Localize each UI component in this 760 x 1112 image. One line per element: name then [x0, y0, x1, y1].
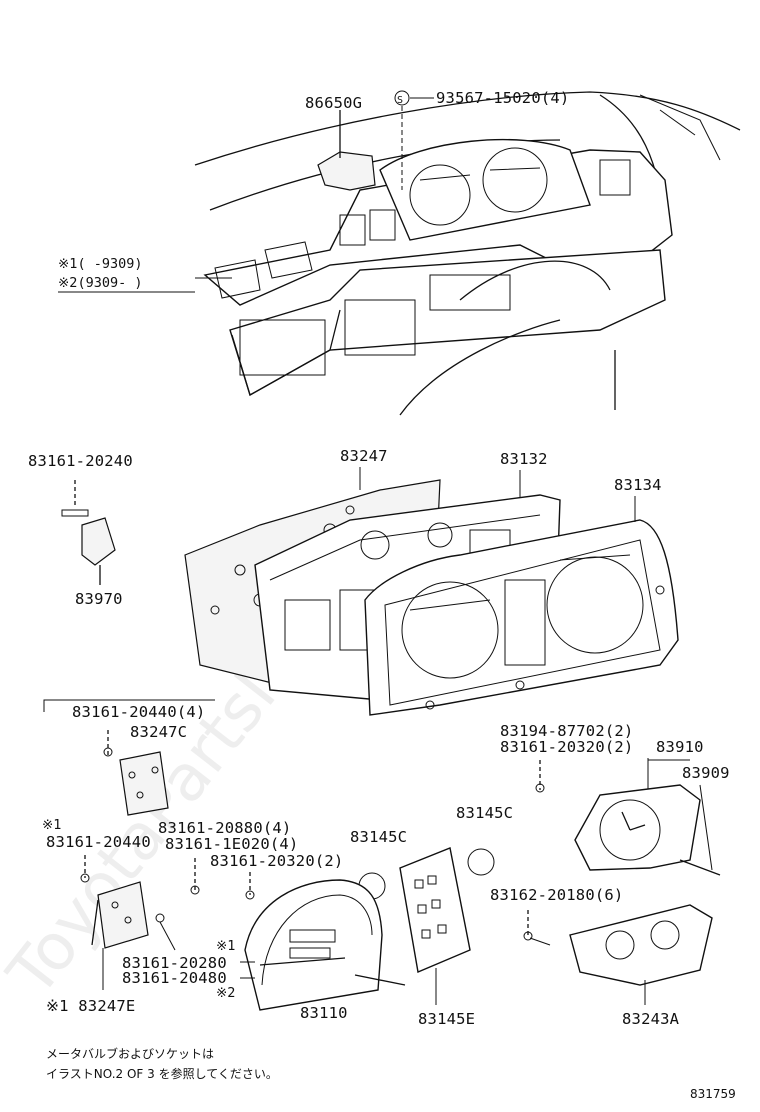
label-83161-20320-2a: 83161-20320(2): [500, 738, 633, 756]
label-83970: 83970: [75, 590, 123, 608]
star-1-a: ※1: [42, 817, 61, 833]
print-board-83247C-drawing: [103, 730, 169, 816]
label-83134: 83134: [614, 476, 662, 494]
dashboard-panel-drawing: [194, 91, 741, 416]
label-83247: 83247: [340, 447, 388, 465]
label-83110: 83110: [300, 1004, 348, 1022]
label-83247E: ※1 83247E: [46, 997, 135, 1015]
label-83247C: 83247C: [130, 723, 187, 741]
label-83161-1E020: 83161-1E020(4): [165, 835, 298, 853]
label-83145C-b: 83145C: [456, 804, 513, 822]
label-mark-2-range: ※2(9309- ): [58, 275, 142, 291]
label-83161-20320-2b: 83161-20320(2): [210, 852, 343, 870]
label-83145C-a: 83145C: [350, 828, 407, 846]
diagram-id: 831759: [690, 1087, 736, 1101]
s-mark: S: [397, 95, 403, 106]
screws-left-drawing: [80, 855, 255, 990]
label-83132: 83132: [500, 450, 548, 468]
label-83145E: 83145E: [418, 1010, 475, 1028]
label-83161-20880: 83161-20880(4): [158, 819, 291, 837]
cluster-exploded-drawing: [184, 479, 679, 716]
label-83909: 83909: [682, 764, 730, 782]
star-2: ※2: [216, 985, 235, 1001]
label-83161-20480: 83161-20480: [122, 969, 227, 987]
label-83162-20180: 83162-20180(6): [490, 886, 623, 904]
label-83161-20280: 83161-20280: [122, 954, 227, 972]
gauge-83243A-drawing: [523, 904, 713, 1005]
label-83194-87702: 83194-87702(2): [500, 722, 633, 740]
star-1-b: ※1: [216, 938, 235, 954]
label-83161-20440-4: 83161-20440(4): [72, 703, 205, 721]
label-mark-1-range: ※1( -9309): [58, 256, 142, 272]
lens-83145C-b: [467, 848, 495, 876]
s-mark-circle: [394, 90, 410, 106]
label-83161-20240: 83161-20240: [28, 452, 133, 470]
clock-83910-drawing: [535, 760, 721, 876]
note-line-2: イラストNO.2 OF 3 を参照してください。: [46, 1066, 278, 1081]
label-86650G: 86650G: [305, 94, 362, 112]
speedometer-83110-drawing: [244, 879, 406, 1011]
socket-83970-drawing: [61, 480, 116, 585]
label-83161-20440: 83161-20440: [46, 833, 151, 851]
note-line-1: メータバルブおよびソケットは: [46, 1046, 214, 1061]
label-83243A: 83243A: [622, 1010, 680, 1028]
label-93567-15020: 93567-15020(4): [436, 89, 569, 107]
label-83910: 83910: [656, 738, 704, 756]
dial-plate-83145E-drawing: [399, 847, 471, 1005]
